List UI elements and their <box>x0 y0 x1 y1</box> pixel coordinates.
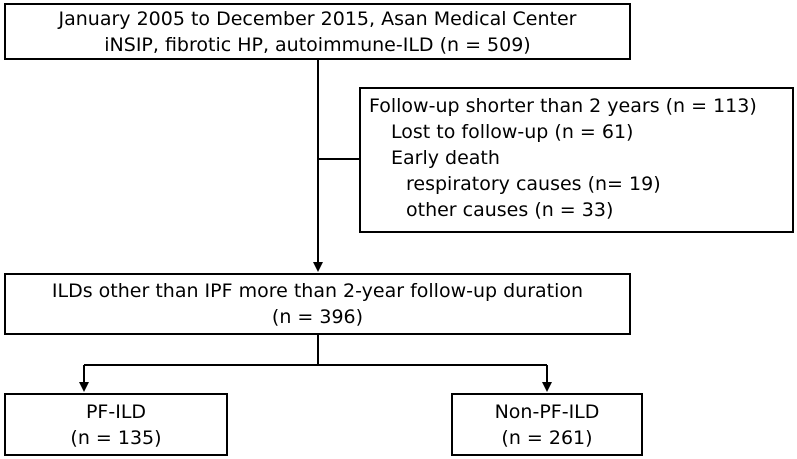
exclusion-box: Follow-up shorter than 2 years (n = 113)… <box>359 87 794 233</box>
non-pf-ild-box: Non-PF-ILD (n = 261) <box>451 393 643 456</box>
cohort-box: January 2005 to December 2015, Asan Medi… <box>4 3 631 60</box>
included-cohort-box: ILDs other than IPF more than 2-year fol… <box>4 273 631 335</box>
exclusion-header: Follow-up shorter than 2 years (n = 113) <box>369 95 757 117</box>
cohort-period-text: January 2005 to December 2015, Asan Medi… <box>58 7 577 30</box>
non-pf-ild-count: (n = 261) <box>501 426 593 449</box>
non-pf-ild-label: Non-PF-ILD <box>494 400 600 423</box>
pf-ild-count: (n = 135) <box>70 426 162 449</box>
other-causes-text: other causes (n = 33) <box>406 199 614 221</box>
pf-ild-label: PF-ILD <box>85 400 147 423</box>
cohort-diagnosis-text: iNSIP, fibrotic HP, autoimmune-ILD (n = … <box>104 33 531 56</box>
respiratory-causes-text: respiratory causes (n= 19) <box>406 173 661 195</box>
included-cohort-text: ILDs other than IPF more than 2-year fol… <box>51 280 584 302</box>
pf-ild-box: PF-ILD (n = 135) <box>4 393 228 456</box>
lost-to-follow-up-text: Lost to follow-up (n = 61) <box>391 121 634 143</box>
included-cohort-count: (n = 396) <box>271 306 364 328</box>
early-death-text: Early death <box>391 147 500 169</box>
